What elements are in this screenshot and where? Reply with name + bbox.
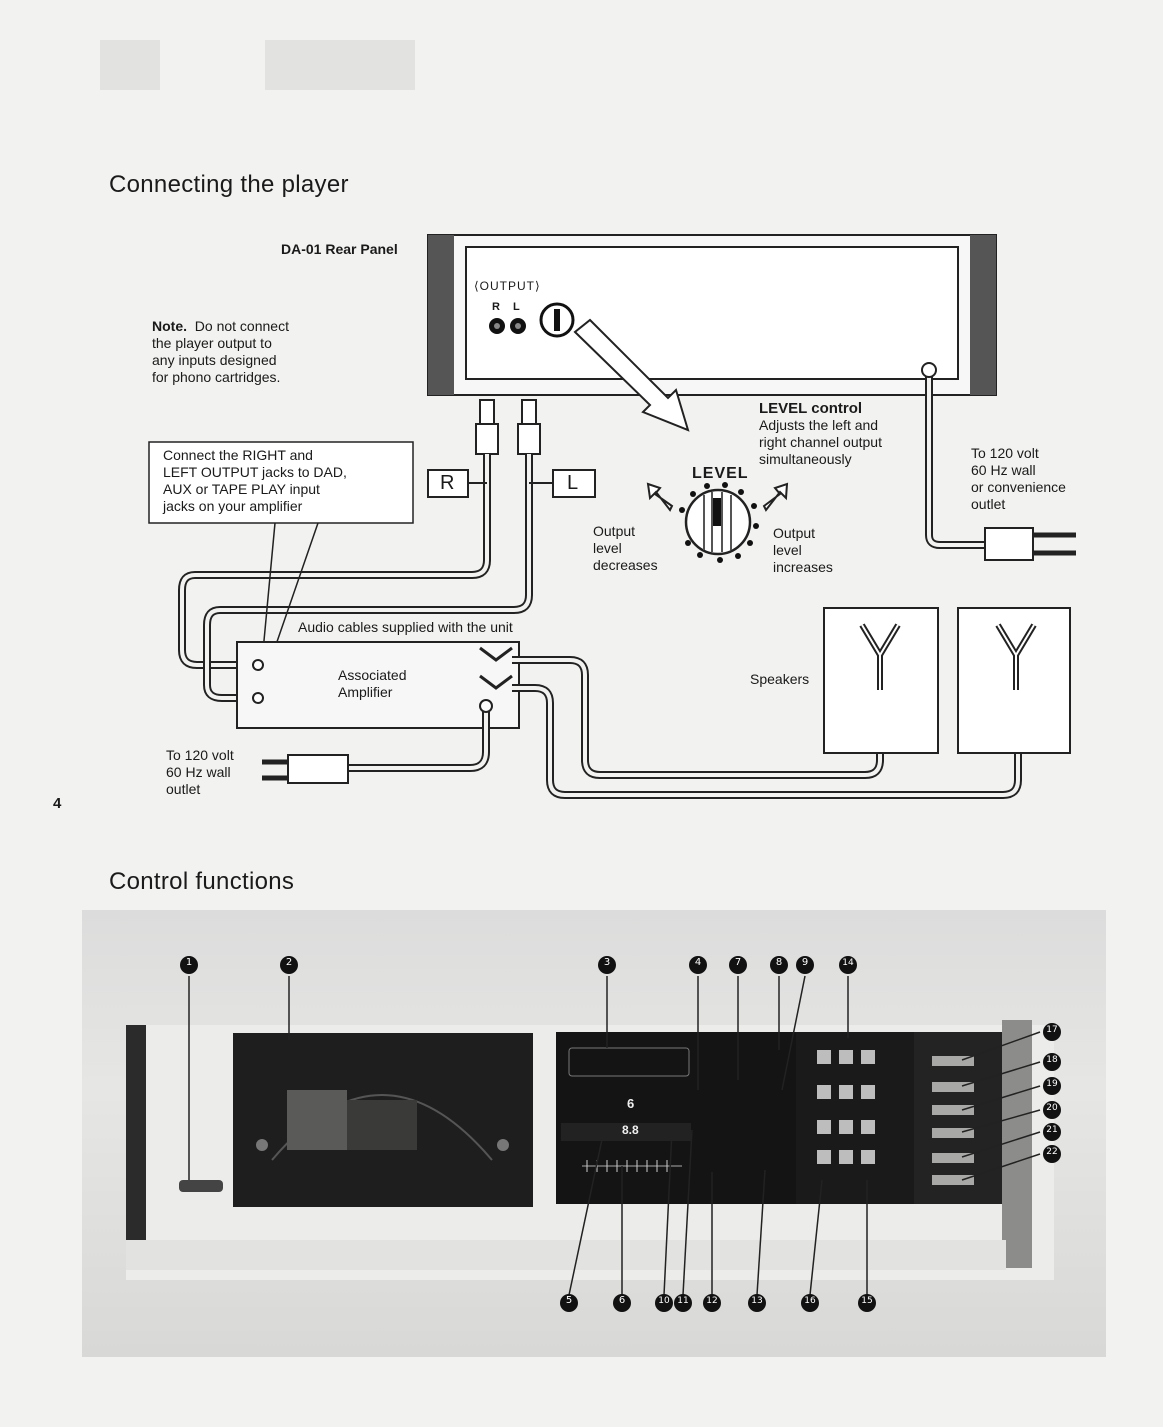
output-increases-line-3: increases [773,559,833,575]
callout-15: 15 [861,1296,873,1306]
section-title-controls: Control functions [109,868,295,895]
wall-outlet-left-line-3: outlet [166,781,201,797]
callout-9: 9 [801,957,809,968]
jack-r-label: R [492,301,500,313]
note-line-1: Do not connect [194,318,289,334]
output-increases-line-1: Output [773,525,816,541]
callout-11: 11 [677,1296,689,1306]
speakers-label: Speakers [750,671,810,687]
note-block: Note. Do not connect the player output t… [152,318,352,386]
rear-panel-label: DA-01 Rear Panel [281,241,398,257]
audio-cables-label: Audio cables supplied with the unit [298,619,513,635]
note-line-4: for phono cartridges. [152,369,281,385]
amplifier-line-2: Amplifier [338,684,393,700]
callout-13: 13 [751,1296,763,1306]
watermark-logo [95,30,425,100]
jack-l-label: L [513,301,520,313]
output-decreases-line-2: level [593,540,622,556]
callout-21: 21 [1046,1125,1058,1135]
level-desc-1: Adjusts the left and [759,417,879,433]
level-desc-2: right channel output [759,434,882,450]
callout-22: 22 [1046,1147,1058,1157]
connection-diagram [148,234,1076,799]
output-decreases-line-3: decreases [593,557,658,573]
callout-2: 2 [285,957,293,968]
wall-outlet-right-label: To 120 volt 60 Hz wall or convenience ou… [971,445,1066,513]
callout-3: 3 [603,957,611,968]
output-increases-line-2: level [773,542,802,558]
connect-line-3: AUX or TAPE PLAY input [163,481,320,497]
callout-20: 20 [1046,1103,1058,1113]
amplifier-label: Associated Amplifier [338,667,406,701]
callout-14: 14 [842,958,854,968]
page-number: 4 [53,795,62,812]
wall-outlet-right-line-3: or convenience [971,479,1066,495]
callout-7: 7 [734,957,742,968]
wall-outlet-right-line-2: 60 Hz wall [971,462,1036,478]
callout-10: 10 [658,1296,670,1306]
wall-outlet-left-line-1: To 120 volt [166,747,234,763]
wall-outlet-left-label: To 120 volt 60 Hz wall outlet [166,747,234,798]
output-increases-label: Output level increases [773,525,833,576]
section-title-connecting: Connecting the player [109,171,349,198]
plug-tag-r: R [440,472,455,494]
callout-4: 4 [694,957,702,968]
callout-12: 12 [706,1296,718,1306]
note-line-2: the player output to [152,335,272,351]
callout-6: 6 [618,1295,626,1306]
track-time-display: 8.8 [622,1123,639,1137]
amplifier-line-1: Associated [338,667,407,683]
wall-outlet-left-line-2: 60 Hz wall [166,764,231,780]
connect-line-2: LEFT OUTPUT jacks to DAD, [163,464,347,480]
callout-17: 17 [1046,1025,1058,1035]
callout-1: 1 [185,957,193,968]
front-panel-graphic [126,956,1061,1312]
callout-16: 16 [804,1296,816,1306]
level-knob-label: LEVEL [692,465,749,482]
note-title: Note. [152,318,187,334]
output-decreases-label: Output level decreases [593,523,658,574]
callout-8: 8 [775,957,783,968]
connect-line-1: Connect the RIGHT and [163,447,313,463]
note-line-3: any inputs designed [152,352,277,368]
watermark-graphic [100,40,415,90]
plug-tag-l: L [567,472,579,494]
connect-line-4: jacks on your amplifier [163,498,303,514]
wall-outlet-right-line-1: To 120 volt [971,445,1039,461]
callout-5: 5 [565,1295,573,1306]
track-no-display: 6 [627,1096,635,1111]
callout-18: 18 [1046,1055,1058,1065]
callout-19: 19 [1046,1079,1058,1089]
level-desc-3: simultaneously [759,451,852,467]
output-label: ⟨OUTPUT⟩ [474,279,541,293]
level-control-title: LEVEL control [759,400,863,417]
output-decreases-line-1: Output [593,523,636,539]
wall-outlet-right-line-4: outlet [971,496,1006,512]
front-panel-photo: 6 8.8 1 2 3 4 7 8 9 14 17 18 19 20 21 22… [82,910,1106,1357]
connect-instructions: Connect the RIGHT and LEFT OUTPUT jacks … [163,447,411,515]
level-control-block: LEVEL control Adjusts the left and right… [759,400,939,468]
